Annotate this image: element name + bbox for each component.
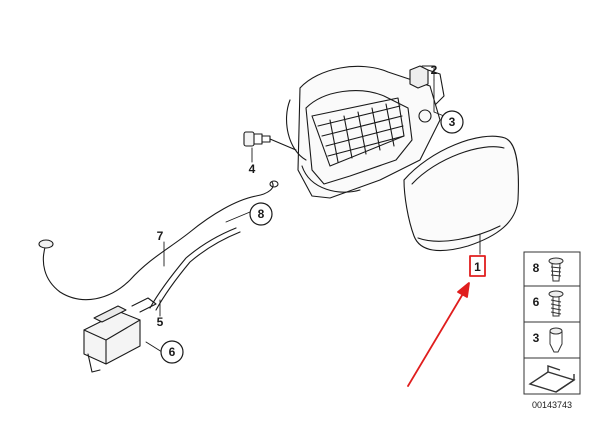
callout-3-circle xyxy=(440,110,464,134)
callout-2-label: 2 xyxy=(431,63,438,77)
callout-6-label: 6 xyxy=(169,345,176,359)
filler-housing xyxy=(286,65,445,199)
callout-1-label: 1 xyxy=(474,260,481,274)
fuel-flap xyxy=(403,135,519,252)
diagram-id: 00143743 xyxy=(532,400,572,410)
highlight-arrow xyxy=(407,282,470,387)
legend-row-2-number: 6 xyxy=(533,295,540,309)
callout-1-box xyxy=(469,255,486,277)
screw-icon xyxy=(548,257,564,282)
callout-6-circle xyxy=(160,340,184,364)
release-cable xyxy=(38,180,279,301)
callout-8-label: 8 xyxy=(258,207,265,221)
spring-screw-icon xyxy=(548,290,564,317)
callout-5-label: 5 xyxy=(157,315,164,329)
callout-4-label: 4 xyxy=(249,162,256,176)
pin-icon xyxy=(549,327,563,353)
callout-7-label: 7 xyxy=(157,229,164,243)
actuator-motor xyxy=(83,297,157,373)
legend-row-1-number: 8 xyxy=(533,261,540,275)
grommet xyxy=(243,131,297,151)
fastener-legend xyxy=(523,251,581,395)
actuator-rod xyxy=(149,227,241,311)
leader-lines xyxy=(145,65,481,353)
legend-row-3-number: 3 xyxy=(533,331,540,345)
callout-3-label: 3 xyxy=(449,115,456,129)
folded-sheet-icon xyxy=(528,365,576,393)
callout-8-circle xyxy=(249,202,273,226)
